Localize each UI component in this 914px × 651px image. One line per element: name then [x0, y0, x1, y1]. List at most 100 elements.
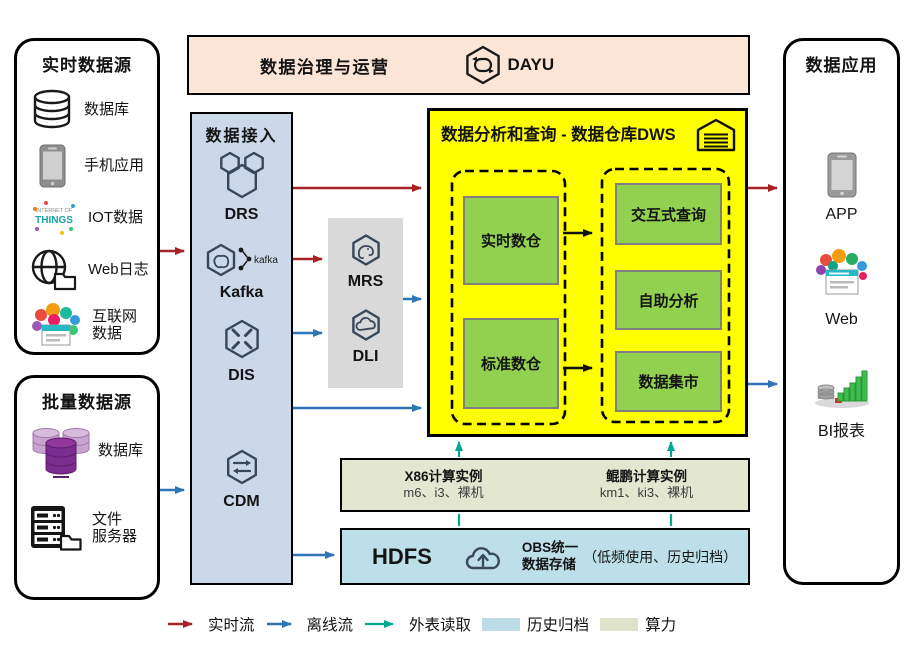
x86-specs: m6、i3、裸机 — [403, 485, 484, 501]
hdfs-label: HDFS — [372, 543, 432, 569]
source-item-file-server: 文件 服务器 — [29, 498, 137, 558]
dayu-label: DAYU — [507, 55, 555, 74]
batch-database-icon — [32, 428, 90, 478]
governance-title: 数据治理与运营 — [260, 57, 390, 77]
external-read-arrow — [365, 620, 395, 628]
applications-panel: 数据应用 APP Web — [783, 38, 900, 585]
service-dis: DIS — [192, 312, 291, 385]
batch-sources-panel: 批量数据源 数据库 — [14, 375, 160, 600]
obs-cloud-icon — [465, 546, 500, 569]
module-label: 自助分析 — [638, 292, 699, 310]
processing-panel: MRS DLI — [328, 218, 403, 388]
module-interactive-query: 交互式查询 — [615, 183, 722, 245]
dws-groups-layer — [450, 167, 731, 426]
source-item-label: 数据库 — [84, 101, 130, 119]
kafka-icon: kafka — [206, 243, 278, 277]
mobile-app-icon — [39, 144, 66, 188]
x86-instances: X86计算实例 m6、i3、裸机 — [342, 460, 545, 510]
legend-label: 实时流 — [208, 617, 255, 634]
source-item-database: 数据库 — [29, 85, 129, 135]
dws-title: 数据分析和查询 - 数据仓库DWS — [441, 126, 676, 144]
web-item: Web — [786, 248, 897, 329]
source-item-label: 手机应用 — [84, 157, 145, 175]
realtime-flow-arrow — [168, 620, 193, 628]
service-mrs: MRS — [328, 228, 403, 291]
legend-external-read: 外表读取 — [364, 613, 471, 635]
dws-left-group — [450, 169, 567, 426]
module-label: 实时数仓 — [480, 233, 541, 250]
module-label: 标准数仓 — [480, 356, 541, 373]
app-item: APP — [786, 151, 897, 224]
web-label: Web — [825, 311, 858, 328]
source-item-iot: INTERNET OF THINGS IOT数据 — [29, 193, 143, 243]
storage-note: （低频使用、历史归档） — [583, 548, 738, 565]
web-icon — [815, 249, 867, 295]
obs-label: OBS统一 数据存储 — [521, 539, 579, 572]
source-item-label: 互联网 数据 — [92, 307, 138, 342]
service-kafka: kafka Kafka — [192, 237, 291, 302]
module-label: 交互式查询 — [630, 206, 706, 224]
source-item-label: IOT数据 — [88, 209, 143, 227]
service-name: MRS — [347, 273, 384, 290]
kunpeng-title: 鲲鹏计算实例 — [606, 468, 687, 484]
svg-text:INTERNET OF: INTERNET OF — [36, 208, 73, 214]
dws-panel: 数据分析和查询 - 数据仓库DWS 实时数仓 标准数仓 交互式查询 自助分析 数… — [427, 108, 748, 437]
ingestion-title: 数据接入 — [205, 128, 278, 145]
source-item-label: Web日志 — [88, 261, 149, 279]
dayu-product: DAYU — [463, 43, 555, 87]
legend-offline-flow: 离线流 — [266, 613, 354, 635]
source-item-label: 数据库 — [98, 442, 144, 460]
source-item-web-log: Web日志 — [29, 245, 149, 295]
mrs-icon — [351, 234, 380, 266]
legend-realtime-flow: 实时流 — [167, 613, 255, 635]
legend: 实时流 离线流 外表读取 历史归档 算力 — [167, 613, 687, 635]
batch-sources-title: 批量数据源 — [42, 393, 132, 412]
service-name: DRS — [224, 206, 259, 223]
service-dli: DLI — [328, 303, 403, 366]
dayu-icon — [465, 45, 500, 85]
legend-label: 外表读取 — [409, 617, 472, 634]
service-cdm: CDM — [192, 442, 291, 511]
compute-power-swatch — [600, 617, 639, 631]
source-item-label: 文件 服务器 — [92, 510, 138, 545]
service-name: DIS — [228, 367, 255, 384]
dli-icon — [351, 309, 380, 341]
drs-icon — [219, 151, 264, 199]
bi-report-icon — [814, 370, 869, 408]
module-data-mart: 数据集市 — [615, 351, 722, 412]
warehouse-icon — [696, 118, 736, 152]
iot-icon: INTERNET OF THINGS — [33, 201, 75, 235]
kunpeng-specs: km1、ki3、裸机 — [599, 485, 694, 501]
dis-icon — [224, 319, 259, 359]
app-icon — [827, 152, 856, 198]
realtime-sources-panel: 实时数据源 数据库 手机应用 INTERNET OF THINGS — [14, 38, 160, 355]
module-label: 数据集市 — [638, 374, 699, 391]
source-item-internet-data: 互联网 数据 — [29, 297, 137, 353]
database-icon — [33, 89, 71, 129]
service-name: CDM — [223, 493, 260, 510]
service-name: Kafka — [219, 284, 264, 301]
service-drs: DRS — [192, 149, 291, 224]
kafka-logo-text: kafka — [254, 255, 278, 266]
legend-label: 离线流 — [306, 617, 354, 634]
service-name: DLI — [352, 348, 379, 365]
compute-instances-panel: X86计算实例 m6、i3、裸机 鲲鹏计算实例 km1、ki3、裸机 — [340, 458, 750, 512]
dws-right-group — [600, 167, 731, 424]
kunpeng-instances: 鲲鹏计算实例 km1、ki3、裸机 — [545, 460, 748, 510]
bi-label: BI报表 — [817, 423, 866, 440]
offline-flow-arrow — [266, 620, 292, 628]
bi-item: BI报表 — [786, 361, 897, 441]
svg-text:THINGS: THINGS — [35, 215, 73, 226]
legend-label: 历史归档 — [527, 617, 590, 634]
governance-panel: 数据治理与运营 DAYU — [187, 35, 750, 95]
source-item-mobile-app: 手机应用 — [29, 141, 144, 191]
legend-label: 算力 — [645, 617, 677, 634]
legend-history-archive: 历史归档 — [482, 613, 589, 635]
history-archive-swatch — [482, 617, 521, 631]
internet-data-icon — [32, 303, 80, 346]
applications-title: 数据应用 — [805, 56, 878, 75]
file-server-icon — [31, 506, 82, 551]
source-item-batch-database: 数据库 — [29, 420, 143, 482]
ingestion-panel: 数据接入 DRS kafka Kafka — [190, 112, 293, 585]
